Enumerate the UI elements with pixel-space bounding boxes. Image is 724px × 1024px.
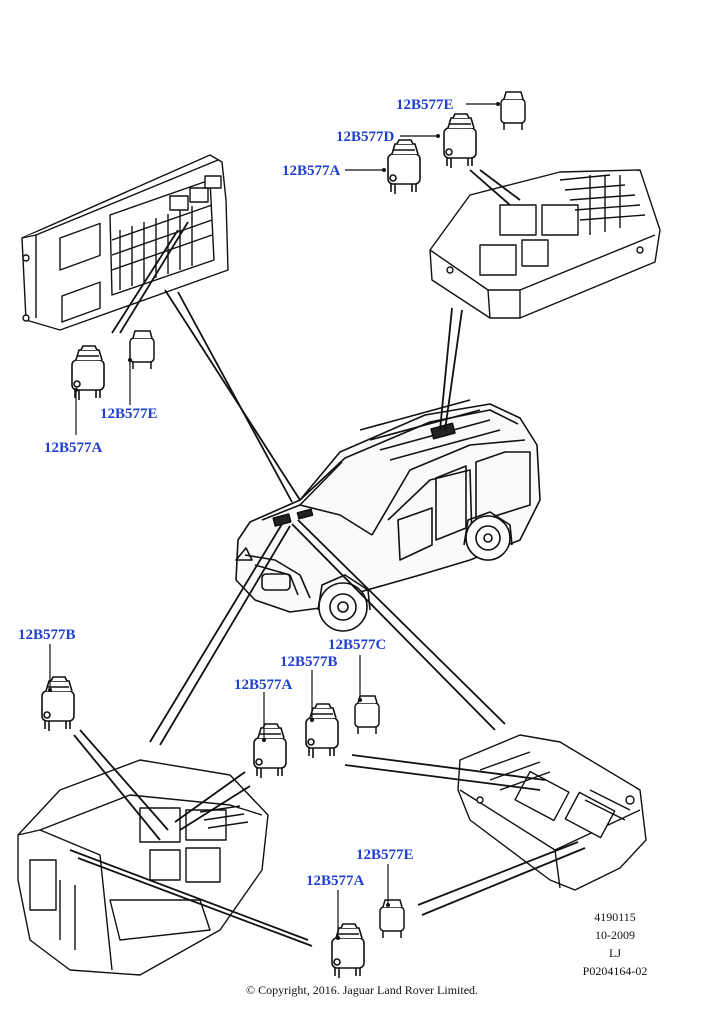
callout-12B577A-top-left: 12B577A bbox=[44, 440, 103, 456]
callout-12B577E-bottom-right: 12B577E bbox=[356, 847, 414, 863]
reference-code: P0204164-02 bbox=[582, 964, 648, 978]
vehicle-illustration bbox=[235, 399, 541, 632]
relay-12B577C-bottom-center bbox=[354, 655, 380, 735]
reference-date: 10-2009 bbox=[595, 928, 635, 942]
callout-12B577E-top-right: 12B577E bbox=[396, 97, 454, 113]
relay-12B577D-top-right bbox=[400, 113, 477, 169]
bottom-left-fuse-box bbox=[17, 759, 269, 976]
relay-12B577E-top-right bbox=[466, 91, 526, 131]
relay-12B577A-top-left bbox=[71, 345, 105, 435]
callout-12B577A-bottom-right: 12B577A bbox=[306, 873, 365, 889]
relay-12B577E-bottom-right bbox=[379, 864, 405, 939]
relay-12B577A-bottom-left bbox=[253, 692, 287, 779]
callout-12B577A-top-right: 12B577A bbox=[282, 163, 341, 179]
bottom-right-fuse-box bbox=[457, 734, 647, 891]
top-left-fuse-box bbox=[21, 154, 229, 331]
callout-12B577B-bottom-center: 12B577B bbox=[280, 654, 338, 670]
relay-12B577A-top-right bbox=[345, 139, 421, 195]
reference-initials: LJ bbox=[609, 946, 621, 960]
copyright-notice: © Copyright, 2016. Jaguar Land Rover Lim… bbox=[245, 983, 479, 997]
relay-12B577B-bottom-left bbox=[41, 644, 75, 732]
leader-lines bbox=[69, 169, 586, 947]
callout-12B577A-bottom-left: 12B577A bbox=[234, 677, 293, 693]
callout-12B577E-top-left: 12B577E bbox=[100, 406, 158, 422]
relay-12B577A-bottom-right bbox=[331, 890, 365, 979]
callout-12B577C-bottom-center: 12B577C bbox=[328, 637, 387, 653]
relay-12B577E-top-left bbox=[128, 330, 155, 405]
relay-12B577B-bottom-center bbox=[305, 670, 339, 759]
reference-number: 4190115 bbox=[594, 910, 636, 924]
top-right-fuse-box bbox=[429, 169, 661, 319]
callout-12B577D-top-right: 12B577D bbox=[336, 129, 395, 145]
callout-12B577B-bottom-left: 12B577B bbox=[18, 627, 76, 643]
